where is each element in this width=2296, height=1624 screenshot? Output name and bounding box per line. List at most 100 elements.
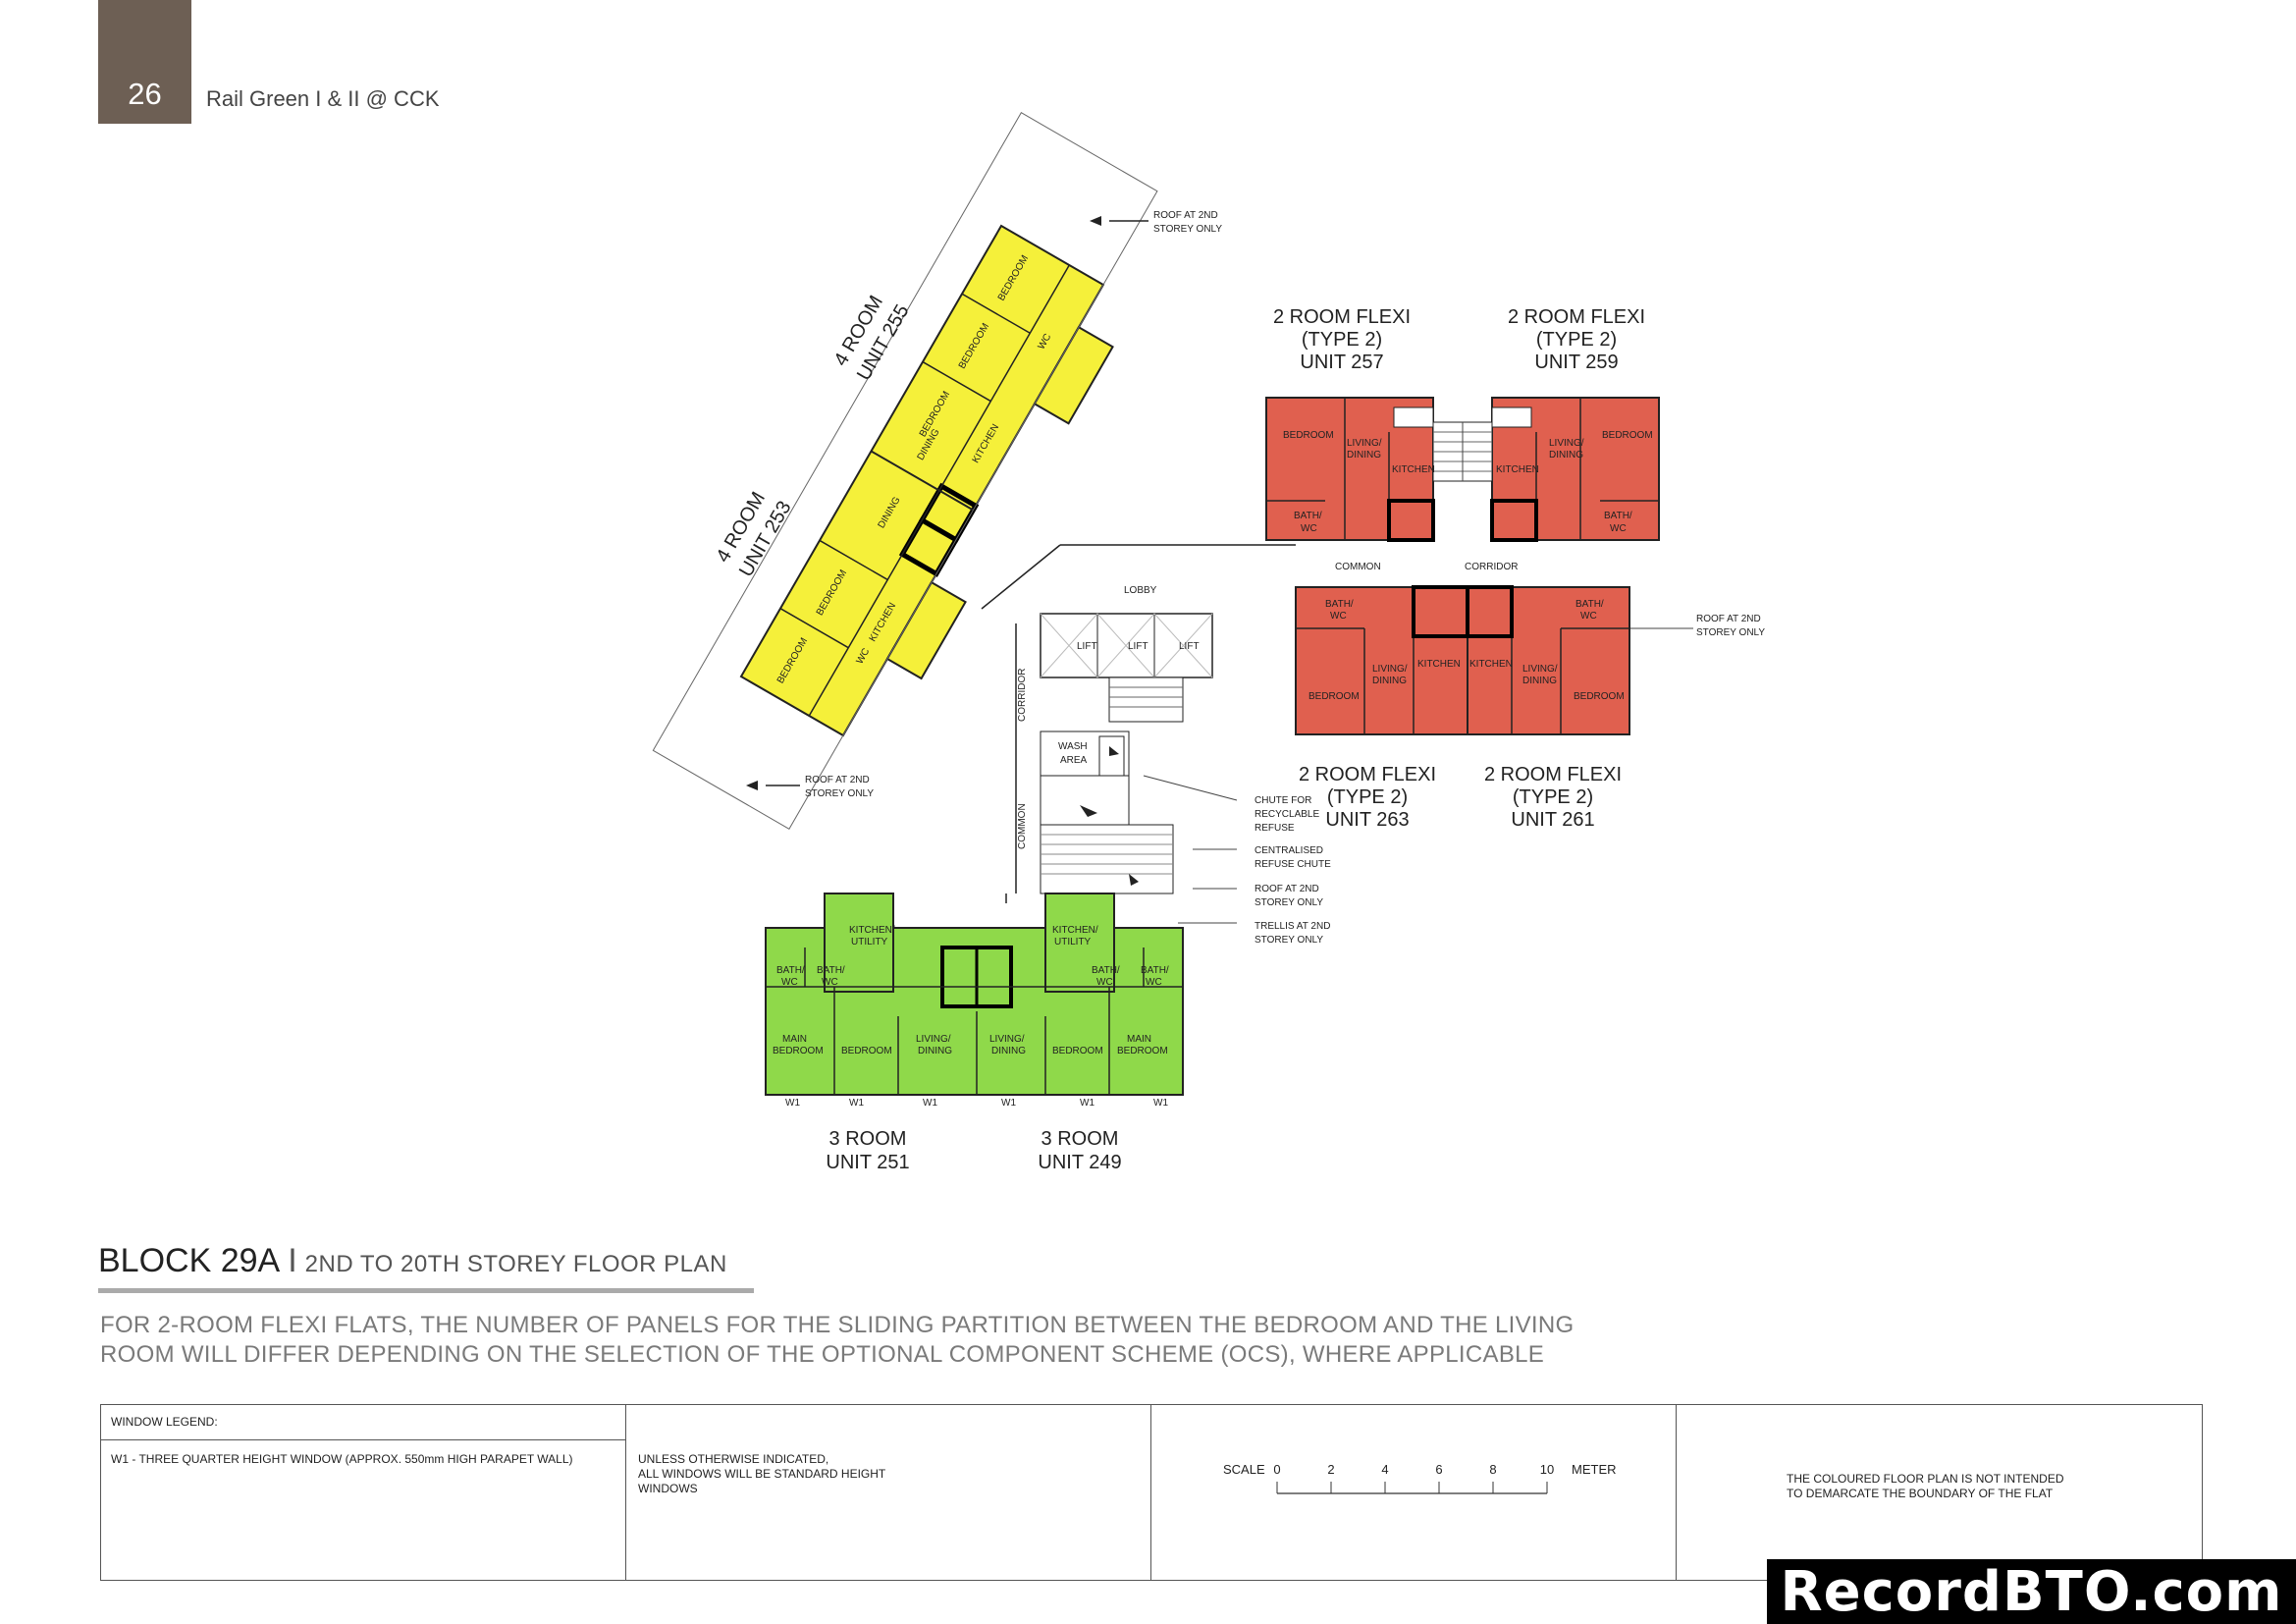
title-underline [98,1288,754,1293]
four-room-block: BEDROOM BEDROOM BEDROOM DINING DINING BE… [652,112,1158,830]
scale-tick: 0 [1273,1462,1280,1477]
legend-table: WINDOW LEGEND: W1 - THREE QUARTER HEIGHT… [100,1404,2203,1581]
window-w1: W1 [849,1098,864,1109]
roof-note: ROOF AT 2ND [1153,210,1218,221]
room-label-kitchen: UTILITY [1054,937,1092,947]
room-label-living: LIVING/ [916,1034,951,1045]
three-room-units [765,893,1184,1096]
room-label-kitchen: KITCHEN [1417,659,1461,670]
room-label-bath: BATH/ [1575,599,1604,610]
window-w1: W1 [785,1098,800,1109]
unit-261-type: 2 ROOM FLEXI [1484,764,1622,785]
chute-note: REFUSE [1255,823,1295,834]
room-label-bedroom: BEDROOM [1574,691,1625,702]
window-legend-heading: WINDOW LEGEND: [101,1405,625,1440]
room-label-living: DINING [1347,450,1381,460]
lobby-label: LOBBY [1124,585,1157,596]
room-label-bedroom: BEDROOM [1283,430,1334,441]
room-label-bath: WC [822,977,838,988]
common-label: COMMON [1335,562,1381,572]
corridor-label: CORRIDOR [1017,669,1028,722]
unit-259-number: UNIT 259 [1534,352,1618,373]
room-label-kitchen: KITCHEN/ [849,925,895,936]
unit-263-subtype: (TYPE 2) [1327,786,1408,808]
room-label-bath: BATH/ [1294,511,1322,521]
room-label-living: LIVING/ [989,1034,1025,1045]
plan-subtitle: 2ND TO 20TH STOREY FLOOR PLAN [304,1251,727,1277]
trellis-note: TRELLIS AT 2ND [1255,921,1330,932]
scale-tick: 4 [1381,1462,1388,1477]
disclaimer-line: TO DEMARCATE THE BOUNDARY OF THE FLAT [1787,1487,2054,1500]
scale-unit: METER [1572,1462,1617,1477]
room-label-bedroom: BEDROOM [841,1046,892,1056]
floor-plan: BEDROOM BEDROOM BEDROOM DINING DINING BE… [652,112,1765,1173]
room-label-main-bedroom: MAIN [782,1034,807,1045]
project-name: Rail Green I & II @ CCK [206,86,440,111]
chute-note: CHUTE FOR [1255,795,1311,806]
room-label-living: DINING [1522,676,1557,686]
scale-bar: SCALE 0 2 4 6 8 10 METER [1223,1462,1617,1494]
chute-note: RECYCLABLE [1255,809,1319,820]
standard-window-line: UNLESS OTHERWISE INDICATED, [638,1452,829,1466]
lift-label: LIFT [1128,641,1148,652]
wash-area-label: AREA [1060,755,1088,766]
standard-window-line: ALL WINDOWS WILL BE STANDARD HEIGHT [638,1467,886,1481]
roof-note: STOREY ONLY [1696,627,1765,638]
roof-note: STOREY ONLY [1255,897,1323,908]
window-w1: W1 [1080,1098,1095,1109]
unit-257-subtype: (TYPE 2) [1302,329,1382,351]
ocs-note-line: ROOM WILL DIFFER DEPENDING ON THE SELECT… [100,1341,1545,1368]
room-label-bath: BATH/ [1092,965,1120,976]
room-label-kitchen: KITCHEN [1496,464,1539,475]
unit-251-type: 3 ROOM [829,1128,907,1150]
window-w1: W1 [1001,1098,1016,1109]
room-label-bath: BATH/ [1325,599,1354,610]
room-label-bath: WC [1610,523,1627,534]
window-w1: W1 [923,1098,937,1109]
room-label-bedroom: BEDROOM [1308,691,1360,702]
room-label-bath: WC [1301,523,1317,534]
room-label-kitchen: KITCHEN [1469,659,1513,670]
room-label-living: DINING [991,1046,1026,1056]
title-separator: I [288,1242,297,1279]
watermark: RecordBTO.com [1767,1559,2296,1624]
unit-263-number: UNIT 263 [1325,809,1409,831]
unit-251-number: UNIT 251 [826,1152,909,1173]
roof-note: STOREY ONLY [1153,224,1222,235]
room-label-kitchen: KITCHEN [1392,464,1435,475]
unit-261-subtype: (TYPE 2) [1513,786,1593,808]
standard-window-note: UNLESS OTHERWISE INDICATED, ALL WINDOWS … [638,1452,933,1496]
room-label-living: LIVING/ [1372,664,1408,675]
scale-tick: 6 [1435,1462,1442,1477]
scale-cell: SCALE 0 2 4 6 8 10 METER [1151,1405,1677,1580]
room-label-living: LIVING/ [1549,438,1584,449]
wash-area-label: WASH [1058,741,1088,752]
disclaimer-cell: THE COLOURED FLOOR PLAN IS NOT INTENDED … [1677,1405,2202,1580]
roof-note: ROOF AT 2ND [805,775,870,785]
room-label-bath: BATH/ [1604,511,1632,521]
two-room-units [1265,397,1660,735]
refuse-chute-note: CENTRALISED [1255,845,1323,856]
scale-label: SCALE [1223,1462,1265,1477]
room-label-bath: BATH/ [817,965,845,976]
room-label-bath: BATH/ [776,965,805,976]
lift-label: LIFT [1179,641,1200,652]
room-label-kitchen: KITCHEN/ [1052,925,1098,936]
unit-257-number: UNIT 257 [1300,352,1383,373]
block-name: BLOCK 29A [98,1242,281,1279]
refuse-chute-note: REFUSE CHUTE [1255,859,1331,870]
room-label-main-bedroom: BEDROOM [1117,1046,1168,1056]
unit-249-number: UNIT 249 [1038,1152,1121,1173]
room-label-kitchen: UTILITY [851,937,888,947]
scale-tick: 2 [1327,1462,1334,1477]
corridor-label: CORRIDOR [1465,562,1518,572]
unit-259-subtype: (TYPE 2) [1536,329,1617,351]
unit-249-type: 3 ROOM [1041,1128,1119,1150]
unit-257-type: 2 ROOM FLEXI [1273,306,1411,328]
standard-window-line: WINDOWS [638,1482,698,1495]
ocs-note-line: FOR 2-ROOM FLEXI FLATS, THE NUMBER OF PA… [100,1312,1575,1338]
room-label-bath: WC [1096,977,1113,988]
disclaimer-note: THE COLOURED FLOOR PLAN IS NOT INTENDED … [1787,1472,2101,1501]
roof-note: ROOF AT 2ND [1696,614,1761,624]
trellis-note: STOREY ONLY [1255,935,1323,946]
